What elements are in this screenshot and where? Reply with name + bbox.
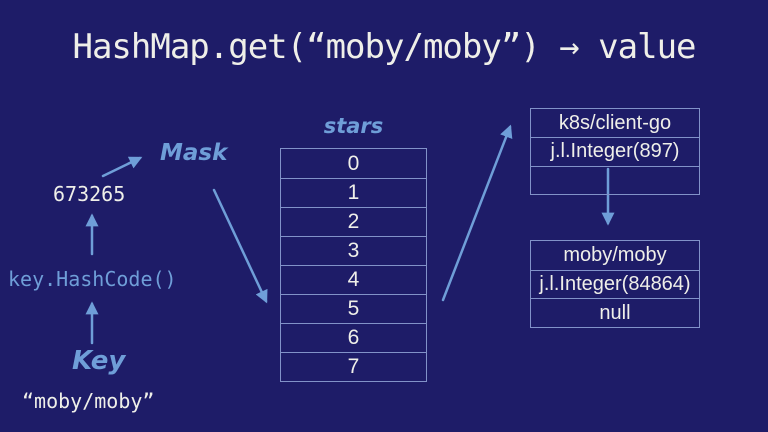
hash-value: 673265 — [53, 182, 126, 206]
entry-key: k8s/client-go — [558, 111, 672, 134]
entry-value: j.l.Integer(84864) — [531, 269, 699, 299]
slide-title: HashMap.get(“moby/moby”) → value — [72, 27, 696, 67]
bucket-row-5: 5 — [281, 294, 426, 323]
arrow-bucket-to-entry — [441, 124, 513, 302]
hashcode-call: key.HashCode() — [8, 267, 177, 291]
entry-node-bottom: moby/moby j.l.Integer(84864) null — [530, 240, 700, 328]
key-label: Key — [72, 346, 126, 376]
bucket-row-0: 0 — [347, 151, 360, 175]
arrow-mask-to-bucket5 — [212, 188, 268, 304]
bucket-row-1: 1 — [281, 178, 426, 207]
bucket-row-7: 7 — [281, 352, 426, 381]
mask-label: Mask — [160, 140, 228, 166]
bucket-row-4: 4 — [281, 265, 426, 294]
bucket-row-2: 2 — [281, 207, 426, 236]
entry-node-top: k8s/client-go j.l.Integer(897) — [530, 108, 700, 195]
arrow-value-to-mask — [101, 156, 143, 178]
entry-key: moby/moby — [563, 243, 667, 266]
buckets-table: 0 1 2 3 4 5 6 7 — [280, 148, 427, 382]
entry-value: j.l.Integer(897) — [531, 137, 699, 165]
bucket-row-3: 3 — [281, 236, 426, 265]
entry-next: null — [531, 298, 699, 327]
bucket-row-6: 6 — [281, 323, 426, 352]
entry-next — [531, 165, 699, 194]
key-literal: “moby/moby” — [22, 389, 155, 413]
buckets-label: stars — [323, 114, 384, 138]
